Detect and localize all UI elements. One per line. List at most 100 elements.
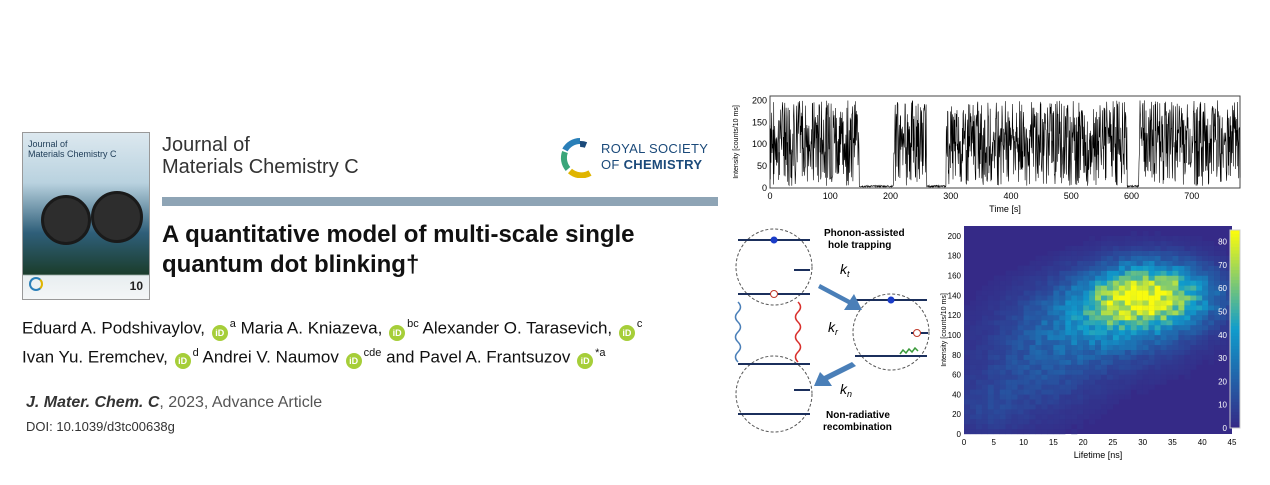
heatmap-cell xyxy=(1208,334,1215,341)
heatmap-cell xyxy=(1071,320,1078,326)
heatmap-cell xyxy=(1005,359,1012,365)
heatmap-cell xyxy=(981,414,989,420)
heatmap-cell xyxy=(999,364,1006,370)
heatmap-cell xyxy=(964,320,971,326)
heatmap-cell xyxy=(1106,260,1114,266)
citation: J. Mater. Chem. C, 2023, Advance Article xyxy=(26,394,323,411)
heatmap-cell xyxy=(1071,305,1078,311)
author-name[interactable]: Andrei V. Naumov xyxy=(202,347,339,367)
orcid-icon[interactable]: iD xyxy=(174,353,191,370)
heatmap-cell xyxy=(1059,354,1066,360)
heatmap-cell xyxy=(1208,265,1215,271)
heatmap-cell xyxy=(981,359,989,365)
heatmap-cell xyxy=(1095,344,1102,351)
heatmap-cell xyxy=(1100,255,1108,261)
heatmap-cell xyxy=(999,310,1006,316)
heatmap-cell xyxy=(1166,344,1173,351)
heatmap-cell xyxy=(1190,315,1197,321)
colorbar-segment xyxy=(1230,342,1240,346)
heatmap-cell xyxy=(1124,374,1131,380)
author-name[interactable]: Alexander O. Tarasevich, xyxy=(422,318,613,338)
heatmap-cell xyxy=(1077,344,1084,351)
colorbar-tick-label: 80 xyxy=(1218,238,1227,247)
heatmap-cell xyxy=(1089,315,1096,321)
heatmap-cell xyxy=(1160,260,1167,266)
heatmap-cell xyxy=(1106,240,1114,247)
heatmap-cell xyxy=(999,359,1006,365)
heatmap-cell xyxy=(1023,270,1030,276)
heatmap-cell xyxy=(1059,369,1066,375)
heatmap-cell xyxy=(1184,349,1191,355)
heatmap-cell xyxy=(1172,275,1179,281)
heatmap-cell xyxy=(1190,349,1197,355)
orcid-icon[interactable]: iD xyxy=(618,324,635,341)
heatmap-cell xyxy=(1029,305,1036,311)
heatmap-cell xyxy=(1220,280,1227,286)
author-name[interactable]: and Pavel A. Frantsuzov xyxy=(386,347,571,367)
heatmap-cell xyxy=(1214,300,1221,306)
heatmap-cell xyxy=(1196,354,1203,360)
heatmap-cell xyxy=(1118,305,1125,311)
colorbar-tick-label: 70 xyxy=(1218,261,1227,270)
heatmap-cell xyxy=(999,300,1006,306)
heatmap-cell xyxy=(1083,245,1090,251)
heatmap-cell xyxy=(1041,280,1048,286)
article-title[interactable]: A quantitative model of multi-scale sing… xyxy=(162,221,635,278)
heatmap-cell xyxy=(1136,295,1143,301)
heatmap-cell xyxy=(1202,320,1209,326)
orcid-icon[interactable]: iD xyxy=(577,353,594,370)
heatmap-cell xyxy=(1148,325,1155,331)
heatmap-cell xyxy=(1178,369,1185,375)
heatmap-cell xyxy=(964,334,971,341)
heatmap-cell xyxy=(1077,310,1084,316)
author-name[interactable]: Maria A. Kniazeva, xyxy=(240,318,383,338)
heatmap-cell xyxy=(1065,364,1072,370)
heatmap-cell xyxy=(993,330,1000,336)
heatmap-cell xyxy=(1065,389,1072,395)
author-name[interactable]: Ivan Yu. Eremchev, xyxy=(22,347,168,367)
orcid-icon[interactable]: iD xyxy=(345,353,362,370)
author-name[interactable]: Eduard A. Podshivaylov, xyxy=(22,318,206,338)
heatmap-cell xyxy=(1059,344,1066,351)
heatmap-cell xyxy=(975,334,983,341)
heatmap-cell xyxy=(981,290,989,296)
heatmap-cell xyxy=(1172,300,1179,306)
colorbar-segment xyxy=(1230,296,1240,300)
heatmap-cell xyxy=(1160,379,1167,385)
heatmap-cell xyxy=(1208,285,1215,291)
heatmap-cell xyxy=(1184,285,1191,291)
heatmap-cell xyxy=(1130,275,1137,281)
orcid-icon[interactable]: iD xyxy=(211,324,228,341)
heatmap-cell xyxy=(1202,285,1209,291)
heatmap-cell xyxy=(1059,409,1066,415)
heatmap-cell xyxy=(1208,245,1215,251)
doi-link[interactable]: DOI: 10.1039/d3tc00638g xyxy=(26,419,175,434)
heatmap-cell xyxy=(1095,349,1102,355)
heatmap-cell xyxy=(1029,310,1036,316)
heatmap-cell xyxy=(1029,325,1036,331)
heatmap-cell xyxy=(1142,315,1149,321)
x-axis-label: Lifetime [ns] xyxy=(1074,450,1123,460)
heatmap-cell xyxy=(1178,270,1185,276)
heatmap-cell xyxy=(1154,240,1161,247)
heatmap-cell xyxy=(964,409,971,415)
heatmap-cell xyxy=(1089,310,1096,316)
heatmap-cell xyxy=(1065,280,1072,286)
heatmap-cell xyxy=(1059,414,1066,420)
heatmap-cell xyxy=(1178,320,1185,326)
heatmap-cell xyxy=(1178,344,1185,351)
heatmap-cell xyxy=(1083,330,1090,336)
heatmap-cell xyxy=(1118,354,1125,360)
heatmap-cell xyxy=(1053,394,1060,400)
heatmap-cell xyxy=(1184,330,1191,336)
heatmap-cell xyxy=(981,339,989,346)
heatmap-cell xyxy=(1065,245,1072,251)
heatmap-cell xyxy=(1154,320,1161,326)
orcid-icon[interactable]: iD xyxy=(389,324,406,341)
heatmap-cell xyxy=(1166,250,1173,256)
heatmap-cell xyxy=(1100,295,1108,301)
heatmap-cell xyxy=(1100,320,1108,326)
heatmap-cell xyxy=(1202,325,1209,331)
